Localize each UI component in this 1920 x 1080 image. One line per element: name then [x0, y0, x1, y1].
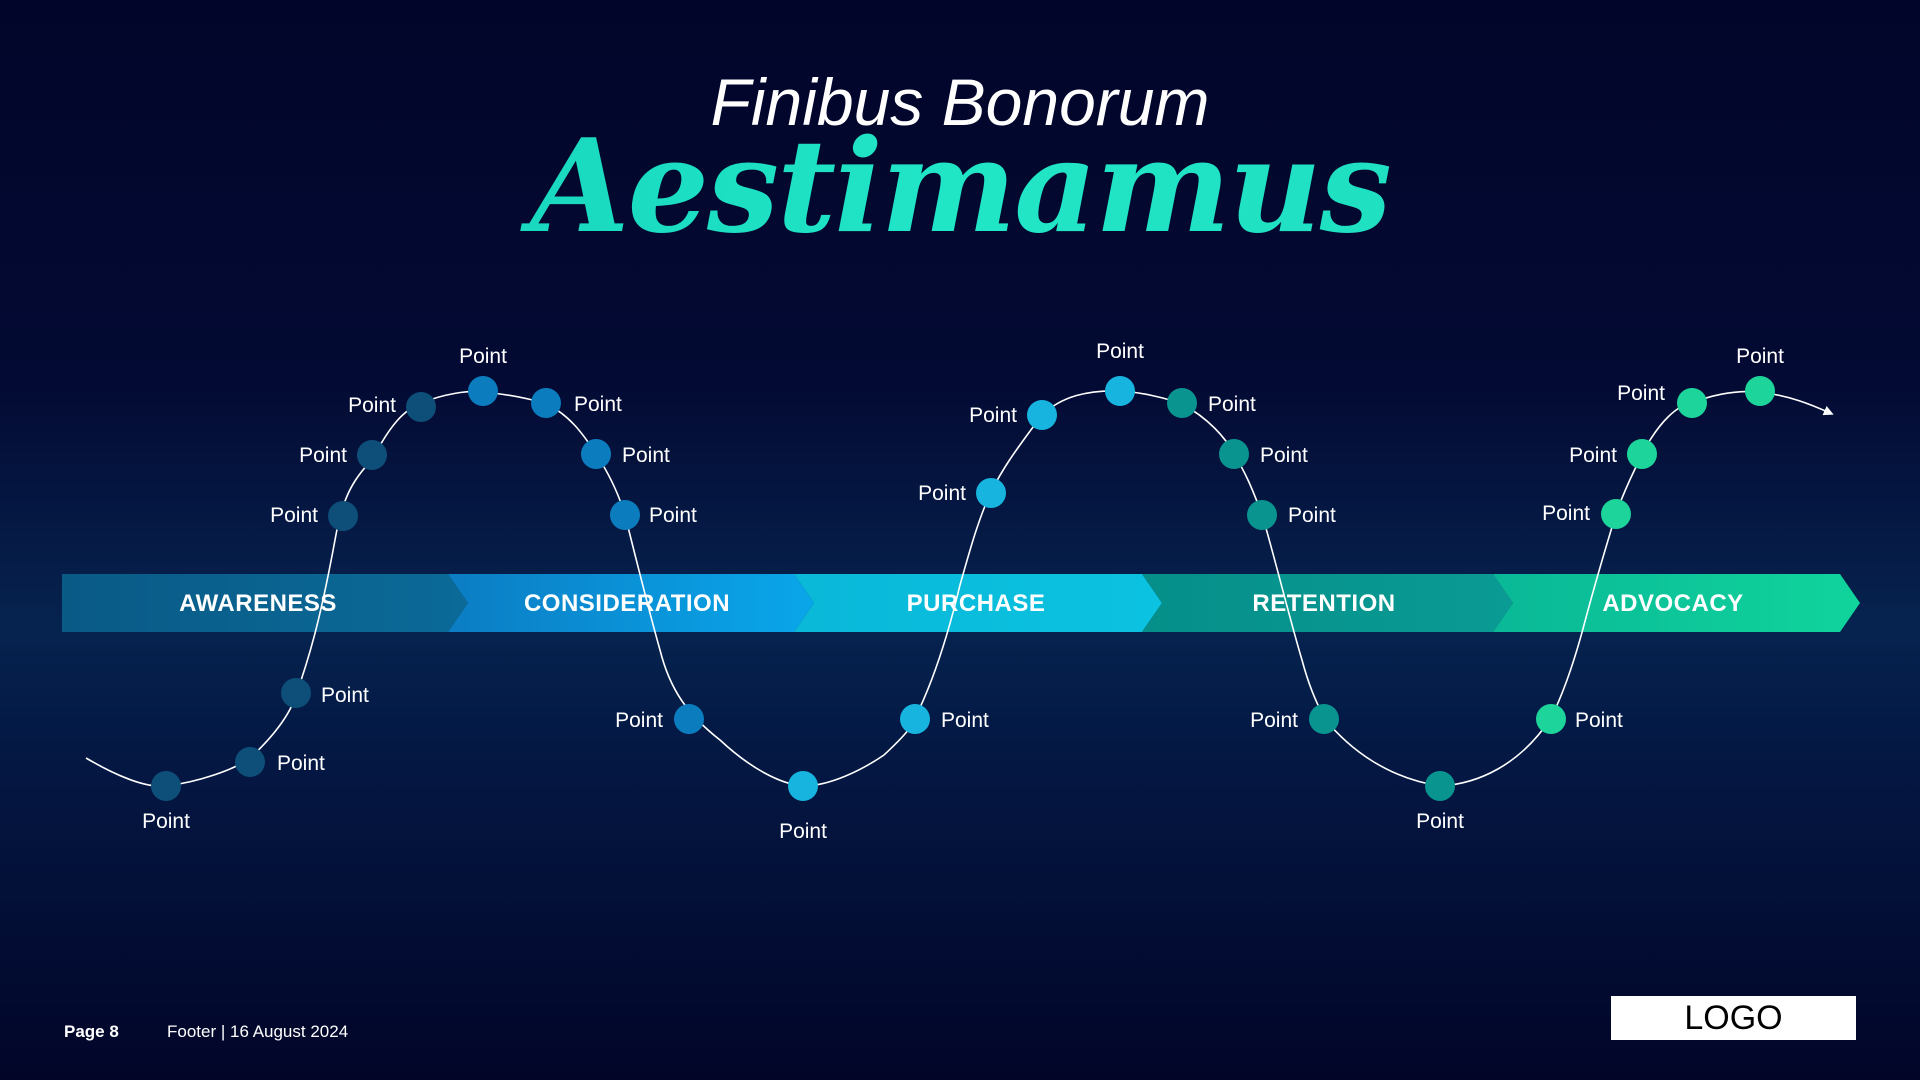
journey-point-label: Point	[779, 820, 827, 843]
slide-title: Finibus Bonorum	[710, 65, 1210, 139]
stage-consideration-label: CONSIDERATION	[524, 590, 730, 617]
journey-point-label: Point	[1250, 709, 1298, 732]
journey-point-marker	[674, 704, 704, 734]
journey-point-label: Point	[348, 394, 396, 417]
journey-point-label: Point	[1288, 504, 1336, 527]
journey-point-marker	[581, 439, 611, 469]
journey-point-label: Point	[1416, 810, 1464, 833]
journey-point-marker	[1027, 400, 1057, 430]
journey-point-label: Point	[649, 504, 697, 527]
journey-point-marker	[357, 440, 387, 470]
journey-point-marker	[1536, 704, 1566, 734]
journey-point-label: Point	[1260, 444, 1308, 467]
footer-text: Footer | 16 August 2024	[167, 1022, 349, 1041]
stage-retention-label: RETENTION	[1252, 590, 1395, 617]
journey-point-marker	[281, 678, 311, 708]
journey-point-label: Point	[1575, 709, 1623, 732]
stage-advocacy-arrow	[1493, 574, 1860, 632]
journey-point-label: Point	[277, 752, 325, 775]
slide-subtitle-script: Aestimamus	[0, 112, 1920, 262]
journey-point-label: Point	[1617, 382, 1665, 405]
journey-point-label: Point	[321, 684, 369, 707]
journey-point-label: Point	[459, 345, 507, 368]
stage-awareness-arrow	[62, 574, 468, 632]
journey-point-label: Point	[918, 482, 966, 505]
journey-point-marker	[1745, 376, 1775, 406]
stage-consideration-arrow	[448, 574, 814, 632]
stage-purchase-label: PURCHASE	[907, 590, 1046, 617]
stage-band: AWARENESS CONSIDERATION PURCHASE RETENTI…	[62, 574, 1860, 632]
journey-point-marker	[610, 500, 640, 530]
journey-point-label: Point	[1096, 340, 1144, 363]
journey-point-label: Point	[299, 444, 347, 467]
journey-point-label: Point	[1569, 444, 1617, 467]
journey-point-label: Point	[142, 810, 190, 833]
stage-retention-arrow	[1142, 574, 1513, 632]
footer-page-number: Page 8	[64, 1022, 119, 1041]
journey-point-label: Point	[574, 393, 622, 416]
journey-point-marker	[406, 392, 436, 422]
journey-point-label: Point	[270, 504, 318, 527]
journey-point-marker	[151, 771, 181, 801]
journey-point-marker	[1425, 771, 1455, 801]
stage-advocacy-label: ADVOCACY	[1602, 590, 1743, 617]
journey-point-label: Point	[1208, 393, 1256, 416]
journey-point-label: Point	[615, 709, 663, 732]
journey-point-marker	[1247, 500, 1277, 530]
stage-purchase-arrow	[794, 574, 1162, 632]
journey-point-label: Point	[1736, 345, 1784, 368]
journey-point-marker	[235, 747, 265, 777]
journey-point-marker	[1219, 439, 1249, 469]
journey-point-marker	[1601, 499, 1631, 529]
journey-point-marker	[531, 388, 561, 418]
journey-point-marker	[1677, 388, 1707, 418]
journey-point-marker	[900, 704, 930, 734]
journey-point-label: Point	[1542, 502, 1590, 525]
journey-point-marker	[1309, 704, 1339, 734]
journey-points: PointPointPointPointPointPointPointPoint…	[142, 340, 1784, 843]
journey-point-marker	[1167, 388, 1197, 418]
journey-point-marker	[328, 501, 358, 531]
journey-point-label: Point	[969, 404, 1017, 427]
journey-point-label: Point	[622, 444, 670, 467]
stage-awareness-label: AWARENESS	[179, 590, 337, 617]
journey-point-marker	[788, 771, 818, 801]
journey-point-marker	[976, 478, 1006, 508]
journey-point-label: Point	[941, 709, 989, 732]
journey-point-marker	[1105, 376, 1135, 406]
journey-point-marker	[468, 376, 498, 406]
logo-placeholder: LOGO	[1611, 996, 1856, 1040]
journey-point-marker	[1627, 439, 1657, 469]
